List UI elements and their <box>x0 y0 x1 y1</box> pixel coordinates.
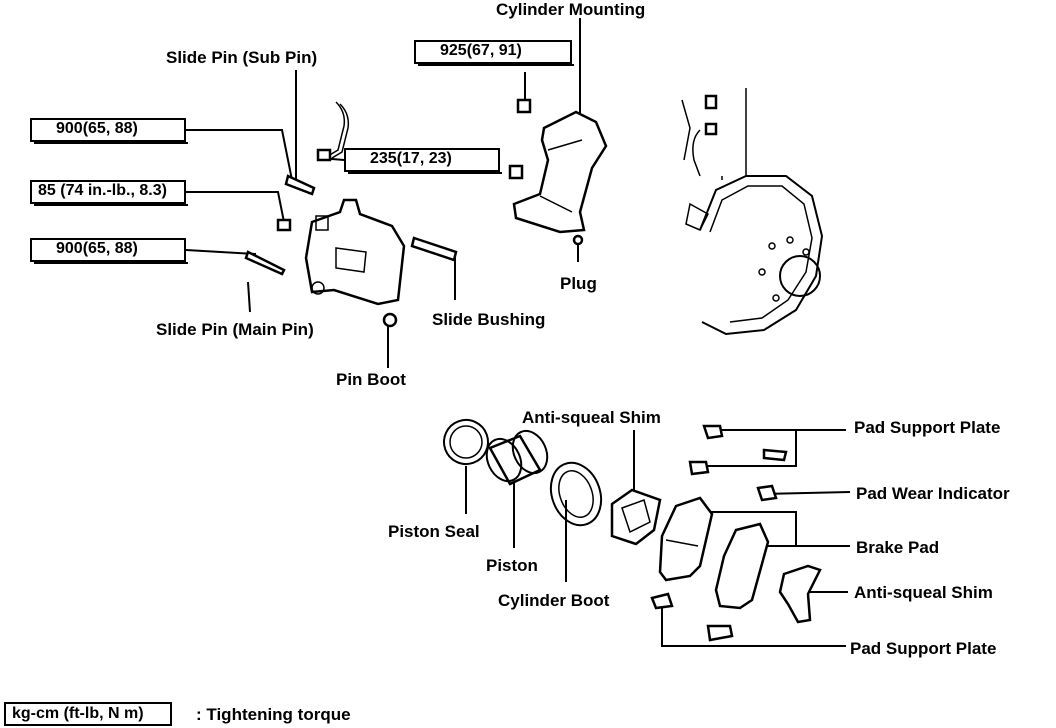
label-anti-squeal-shim-top: Anti-squeal Shim <box>522 408 661 427</box>
legend-meaning: : Tightening torque <box>196 705 351 724</box>
label-slide-pin-main: Slide Pin (Main Pin) <box>156 320 314 339</box>
label-plug: Plug <box>560 274 597 293</box>
label-slide-bushing: Slide Bushing <box>432 310 546 329</box>
label-pin-boot: Pin Boot <box>336 370 406 389</box>
torque-box-main-pin: 900(65, 88) <box>30 238 188 264</box>
legend-unit-box: kg-cm (ft-lb, N m) <box>4 702 172 726</box>
label-piston: Piston <box>486 556 538 575</box>
label-pad-support-plate-top: Pad Support Plate <box>854 418 1001 437</box>
cylinder-mounting-bracket <box>512 110 608 234</box>
label-cylinder-boot: Cylinder Boot <box>498 591 610 610</box>
caliper-body <box>304 198 406 306</box>
torque-box-bleeder-plug: 85 (74 in.-lb., 8.3) <box>30 180 188 206</box>
leader-lines <box>185 18 851 647</box>
piston-group <box>443 419 662 546</box>
disc-rotor <box>681 88 824 336</box>
small-hardware <box>244 98 584 328</box>
support-plates <box>650 424 788 642</box>
brake-pads <box>658 496 822 624</box>
label-anti-squeal-shim-right: Anti-squeal Shim <box>854 583 993 602</box>
label-slide-pin-sub: Slide Pin (Sub Pin) <box>166 48 318 67</box>
label-piston-seal: Piston Seal <box>388 522 480 541</box>
torque-box-hose-union: 235(17, 23) <box>344 148 502 174</box>
label-brake-pad: Brake Pad <box>856 538 940 557</box>
label-pad-wear-indicator: Pad Wear Indicator <box>856 484 1010 503</box>
torque-box-bleeder-top: 900(65, 88) <box>30 118 188 144</box>
torque-box-cylinder-mounting: 925(67, 91) <box>414 40 574 66</box>
label-cylinder-mounting: Cylinder Mounting <box>496 0 646 19</box>
label-pad-support-plate-bottom: Pad Support Plate <box>850 639 997 658</box>
